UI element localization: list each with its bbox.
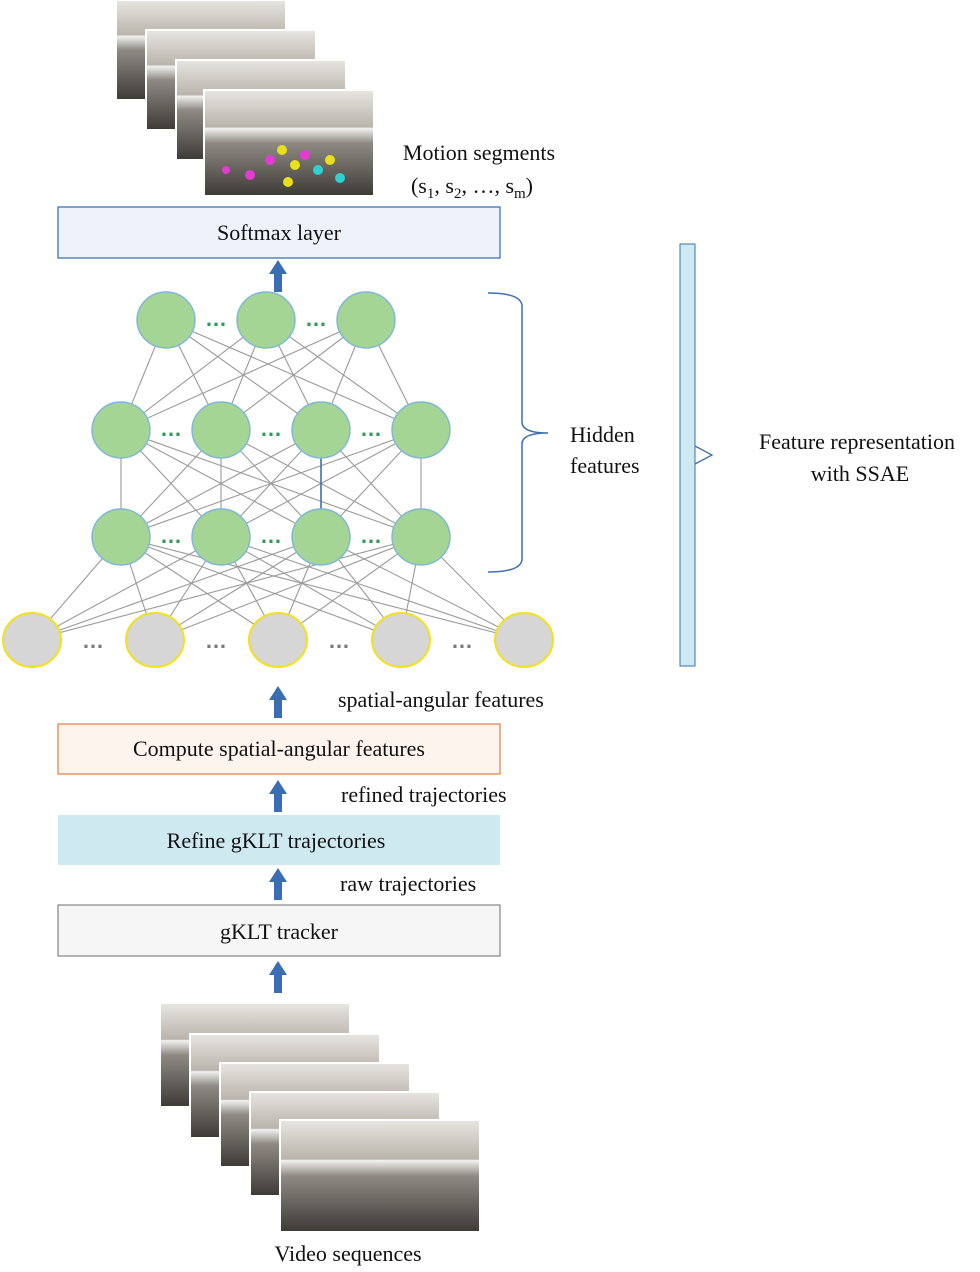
hidden-node <box>291 508 351 566</box>
hidden-node <box>91 508 151 566</box>
gklt-tracker-box: gKLT tracker <box>57 904 501 957</box>
softmax-layer-label: Softmax layer <box>217 220 342 245</box>
hidden-layer-2: … … … <box>91 401 451 459</box>
hidden-layer-3: … … <box>136 291 396 349</box>
input-node <box>248 612 308 668</box>
hidden-node <box>391 401 451 459</box>
motion-segments-label: Motion segments <box>403 140 555 165</box>
flow-arrows <box>269 260 287 993</box>
input-node <box>371 612 431 668</box>
hidden-ellipsis: … <box>260 416 282 441</box>
gklt-tracker-label: gKLT tracker <box>220 919 339 944</box>
feature-representation-label: Feature representation <box>759 429 955 454</box>
arrow-to-compute <box>269 780 287 812</box>
compute-features-label: Compute spatial-angular features <box>133 736 425 761</box>
hidden-ellipsis: … <box>260 523 282 548</box>
refine-trajectories-label: Refine gKLT trajectories <box>167 828 386 853</box>
network-edges <box>31 319 525 641</box>
video-sequence-frames <box>159 1002 481 1233</box>
input-layer: … … … … <box>2 612 554 668</box>
hidden-node <box>291 401 351 459</box>
input-ellipsis: … <box>205 628 227 653</box>
input-ellipsis: … <box>82 628 104 653</box>
input-ellipsis: … <box>328 628 350 653</box>
arrow-to-input-layer <box>269 686 287 718</box>
arrow-to-softmax <box>269 260 287 292</box>
softmax-layer-box: Softmax layer <box>57 206 501 259</box>
hidden-ellipsis: … <box>305 306 327 331</box>
hidden-node <box>191 508 251 566</box>
hidden-node <box>336 291 396 349</box>
ssae-bar <box>679 243 696 667</box>
raw-trajectories-label: raw trajectories <box>340 871 476 896</box>
hidden-features-label: Hidden <box>570 422 635 447</box>
segment-marks <box>222 145 345 187</box>
arrow-to-refine <box>269 868 287 900</box>
hidden-layer-1: … … … <box>91 508 451 566</box>
hidden-node <box>236 291 296 349</box>
hidden-features-label: features <box>570 453 640 478</box>
hidden-ellipsis: … <box>160 523 182 548</box>
hidden-ellipsis: … <box>360 416 382 441</box>
motion-segments-frames <box>115 0 375 197</box>
motion-segments-formula: (s1, s2, …, sm) <box>411 173 533 202</box>
hidden-ellipsis: … <box>360 523 382 548</box>
input-ellipsis: … <box>451 628 473 653</box>
refined-trajectories-label: refined trajectories <box>341 782 507 807</box>
spatial-angular-features-label: spatial-angular features <box>338 687 544 712</box>
refine-trajectories-box: Refine gKLT trajectories <box>58 815 500 865</box>
arrow-to-tracker <box>269 961 287 993</box>
input-node <box>494 612 554 668</box>
hidden-features-bracket <box>487 292 549 573</box>
hidden-node <box>191 401 251 459</box>
compute-features-box: Compute spatial-angular features <box>57 723 501 775</box>
hidden-node <box>391 508 451 566</box>
hidden-node <box>136 291 196 349</box>
feature-representation-label: with SSAE <box>811 461 909 486</box>
input-node <box>2 612 62 668</box>
video-sequences-label: Video sequences <box>274 1241 421 1266</box>
input-node <box>125 612 185 668</box>
hidden-ellipsis: … <box>160 416 182 441</box>
frame <box>279 1119 481 1233</box>
frame <box>203 89 375 197</box>
hidden-ellipsis: … <box>205 306 227 331</box>
ssae-bracket <box>694 445 714 465</box>
hidden-node <box>91 401 151 459</box>
